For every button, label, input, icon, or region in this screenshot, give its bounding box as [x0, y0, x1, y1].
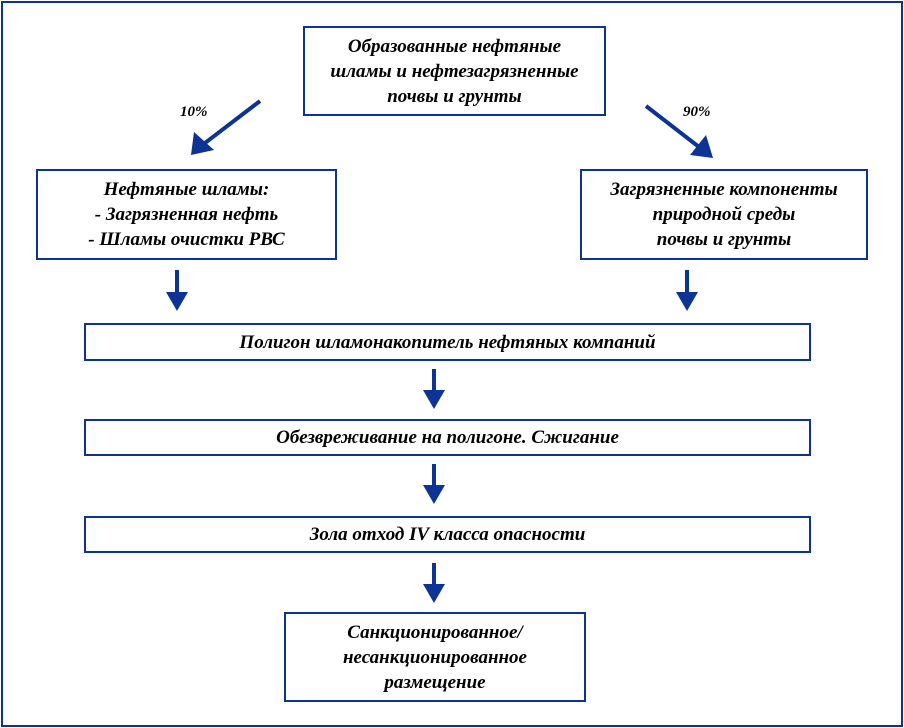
- oil-sludge-line-1: Нефтяные шламы:: [103, 179, 270, 200]
- arrow-to-right-branch: [644, 104, 701, 149]
- polygon-storage-label: Полигон шламонакопитель нефтяных компани…: [239, 331, 656, 353]
- placement-line-1: Санкционированное/: [347, 621, 523, 643]
- arrowhead-left-to-polygon: [166, 292, 188, 311]
- arrowhead-right-to-polygon: [676, 292, 698, 311]
- source-box: Образованные нефтяные шламы и нефтезагря…: [303, 26, 606, 116]
- arrowhead-polygon-to-neutralization: [423, 390, 445, 409]
- contaminated-components-box: Загрязненные компоненты природной среды …: [580, 169, 868, 260]
- arrow-to-left-branch: [203, 99, 262, 145]
- oil-sludge-line-2: - Загрязненная нефть: [94, 204, 279, 225]
- contaminated-line-2: природной среды: [652, 204, 796, 225]
- placement-box: Санкционированное/ несанкционированное р…: [284, 612, 586, 702]
- polygon-storage-box: Полигон шламонакопитель нефтяных компани…: [84, 323, 811, 361]
- source-line-2: шламы и нефтезагрязненные: [330, 60, 579, 82]
- arrowhead-left-branch: [191, 132, 214, 155]
- source-line-1: Образованные нефтяные: [347, 35, 562, 57]
- arrowhead-right-branch: [690, 135, 713, 158]
- arrowhead-neutralization-to-ash: [423, 485, 445, 504]
- ash-waste-box: Зола отход IV класса опасности: [84, 516, 811, 553]
- neutralization-label: Обезвреживание на полигоне. Сжигание: [276, 427, 619, 448]
- right-branch-percent: 90%: [683, 104, 711, 120]
- oil-sludge-box: Нефтяные шламы: - Загрязненная нефть - Ш…: [36, 169, 337, 260]
- placement-line-2: несанкционированное: [343, 646, 527, 668]
- placement-line-3: размещение: [384, 671, 486, 693]
- neutralization-box: Обезвреживание на полигоне. Сжигание: [84, 419, 811, 456]
- contaminated-line-3: почвы и грунты: [656, 229, 792, 250]
- left-branch-percent: 10%: [180, 104, 208, 120]
- ash-waste-label: Зола отход IV класса опасности: [309, 524, 586, 545]
- source-line-3: почвы и грунты: [387, 85, 522, 107]
- arrowhead-ash-to-final: [423, 584, 445, 603]
- contaminated-line-1: Загрязненные компоненты: [610, 179, 838, 200]
- oil-sludge-line-3: - Шламы очистки РВС: [88, 229, 285, 250]
